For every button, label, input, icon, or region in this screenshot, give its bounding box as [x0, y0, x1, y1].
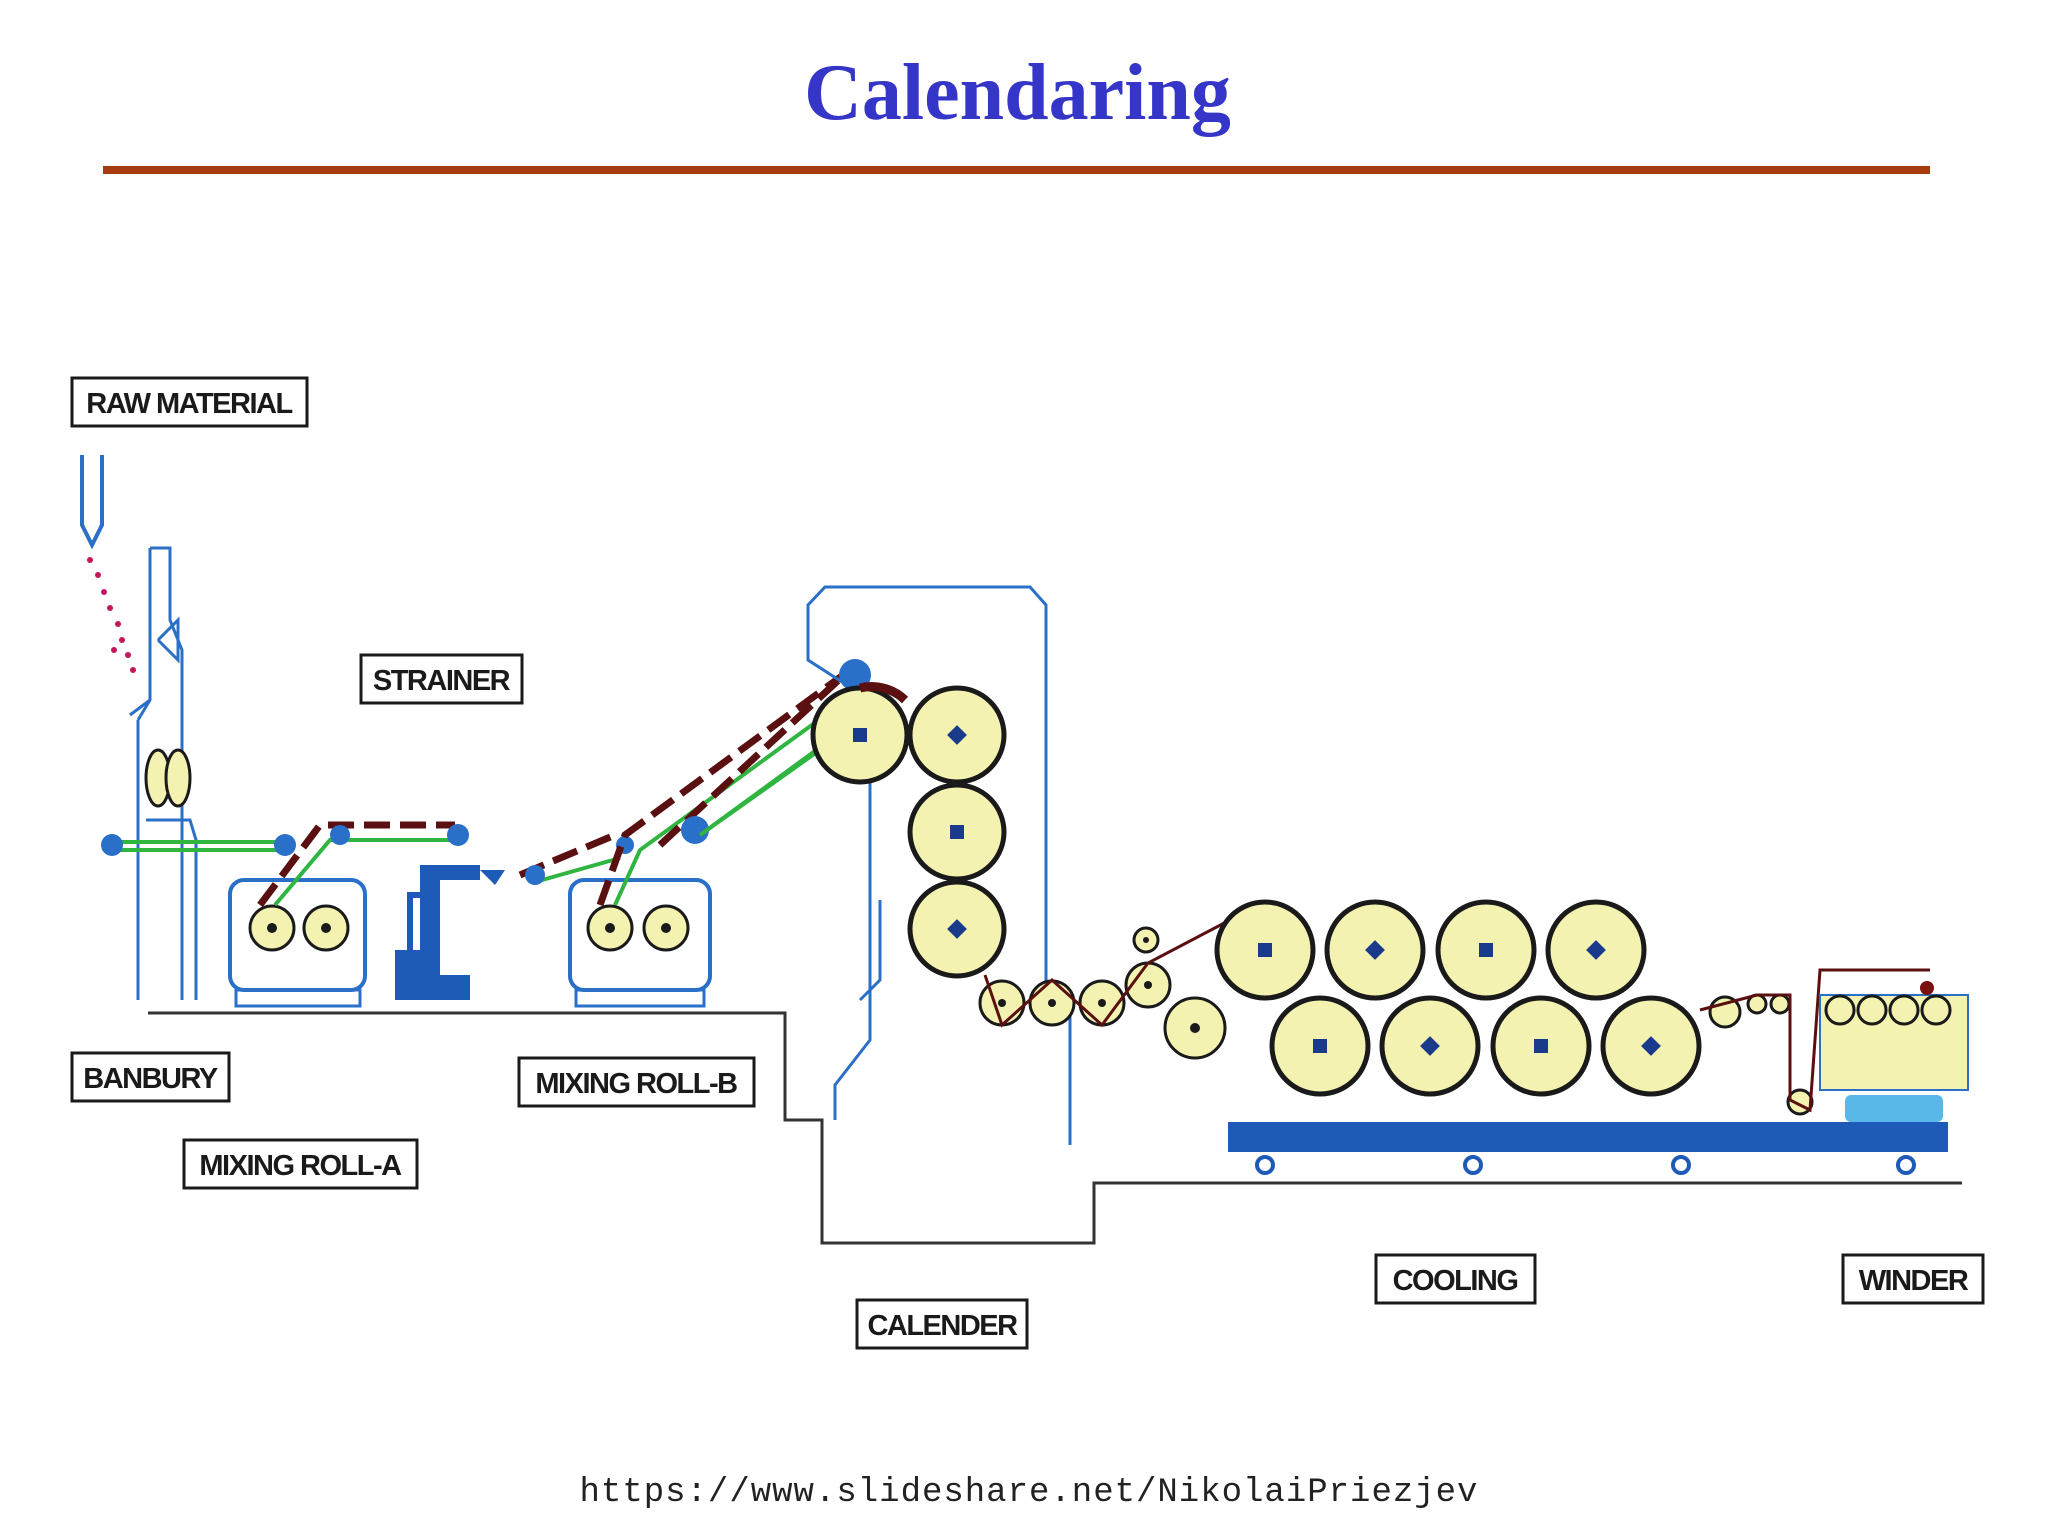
svg-text:MIXING ROLL-A: MIXING ROLL-A	[199, 1150, 402, 1182]
label-raw-material: RAW MATERIAL	[70, 376, 309, 428]
conveyor-2	[518, 831, 634, 885]
banbury-machine	[129, 546, 198, 1000]
floor-line	[148, 1011, 1962, 1245]
svg-text:RAW MATERIAL: RAW MATERIAL	[86, 388, 292, 420]
svg-text:STRAINER: STRAINER	[373, 665, 511, 697]
svg-text:BANBURY: BANBURY	[83, 1063, 218, 1095]
label-calender: CALENDER	[855, 1298, 1029, 1350]
cooling-drums	[1214, 899, 1948, 1175]
source-url: https://www.slideshare.net/NikolaiPriezj…	[579, 1474, 1479, 1512]
label-banbury: BANBURY	[70, 1051, 231, 1103]
mixing-roll-b-machine	[568, 667, 862, 1008]
svg-text:WINDER: WINDER	[1859, 1265, 1969, 1297]
transfer-rolls	[978, 918, 1231, 1060]
label-winder: WINDER	[1841, 1253, 1985, 1305]
calender-rolls	[810, 685, 1007, 979]
strainer-machine	[395, 865, 505, 1000]
raw-material-feed	[80, 455, 136, 673]
calender-machine	[806, 585, 1072, 1145]
svg-text:COOLING: COOLING	[1393, 1265, 1518, 1297]
conveyor-1	[101, 834, 296, 856]
calendaring-process-diagram: RAW MATERIAL STRAINER BANBURY MIXING ROL…	[70, 376, 1985, 1350]
label-cooling: COOLING	[1374, 1253, 1537, 1305]
slide-title: Calendaring	[804, 49, 1231, 137]
svg-text:CALENDER: CALENDER	[867, 1310, 1018, 1342]
svg-text:MIXING ROLL-B: MIXING ROLL-B	[535, 1068, 737, 1100]
label-mixing-roll-b: MIXING ROLL-B	[517, 1056, 756, 1108]
title-divider	[103, 166, 1930, 174]
winder-machine	[1699, 968, 1969, 1122]
label-mixing-roll-a: MIXING ROLL-A	[182, 1138, 419, 1190]
label-strainer: STRAINER	[359, 653, 524, 705]
mixing-roll-a-machine	[228, 821, 469, 1008]
